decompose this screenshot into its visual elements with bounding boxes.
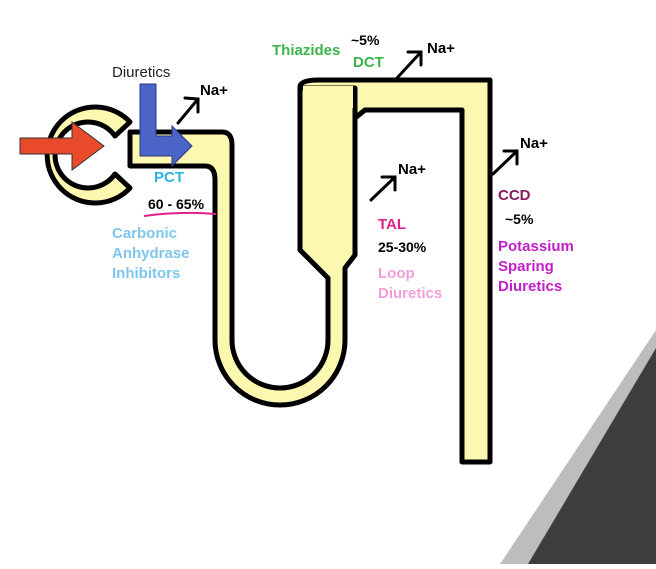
carbonic-anhydrase-line1: Carbonic <box>112 225 177 242</box>
corner-dark-band <box>528 348 656 564</box>
tubule-seam-cover <box>303 86 353 108</box>
blood-inflow-arrow <box>19 121 105 171</box>
dct-label: DCT <box>353 54 384 71</box>
dct-percent: ~5% <box>351 32 380 48</box>
tal-percent: 25-30% <box>378 239 427 255</box>
distal-tubule-and-collecting-duct <box>297 77 493 465</box>
na-arrow-ccd <box>491 149 519 176</box>
na-arrow-pct <box>176 96 200 125</box>
loop-diuretics-line1: Loop <box>378 265 415 282</box>
pct-percent-underline <box>143 211 217 217</box>
diuretics-arrow <box>139 83 193 168</box>
pct-label: PCT <box>154 169 184 186</box>
tal-label: TAL <box>378 216 406 233</box>
na-label-tal: Na+ <box>398 161 426 178</box>
bowmans-capsule <box>44 104 133 206</box>
na-label-dct: Na+ <box>427 40 455 57</box>
na-arrow-tal <box>369 175 397 202</box>
proximal-tubule-and-loop <box>127 82 365 408</box>
potassium-sparing-line3: Diuretics <box>498 278 562 295</box>
potassium-sparing-line1: Potassium <box>498 238 574 255</box>
pct-percent: 60 - 65% <box>148 196 205 212</box>
carbonic-anhydrase-line3: Inhibitors <box>112 265 180 282</box>
loop-diuretics-line2: Diuretics <box>378 285 442 302</box>
na-arrow-dct <box>395 50 423 80</box>
ccd-percent: ~5% <box>505 211 534 227</box>
diuretics-label: Diuretics <box>112 64 170 81</box>
carbonic-anhydrase-line2: Anhydrase <box>112 245 190 262</box>
potassium-sparing-line2: Sparing <box>498 258 554 275</box>
ccd-label: CCD <box>498 187 531 204</box>
na-label-pct: Na+ <box>200 82 228 99</box>
na-label-ccd: Na+ <box>520 135 548 152</box>
thiazides-label: Thiazides <box>272 42 340 59</box>
